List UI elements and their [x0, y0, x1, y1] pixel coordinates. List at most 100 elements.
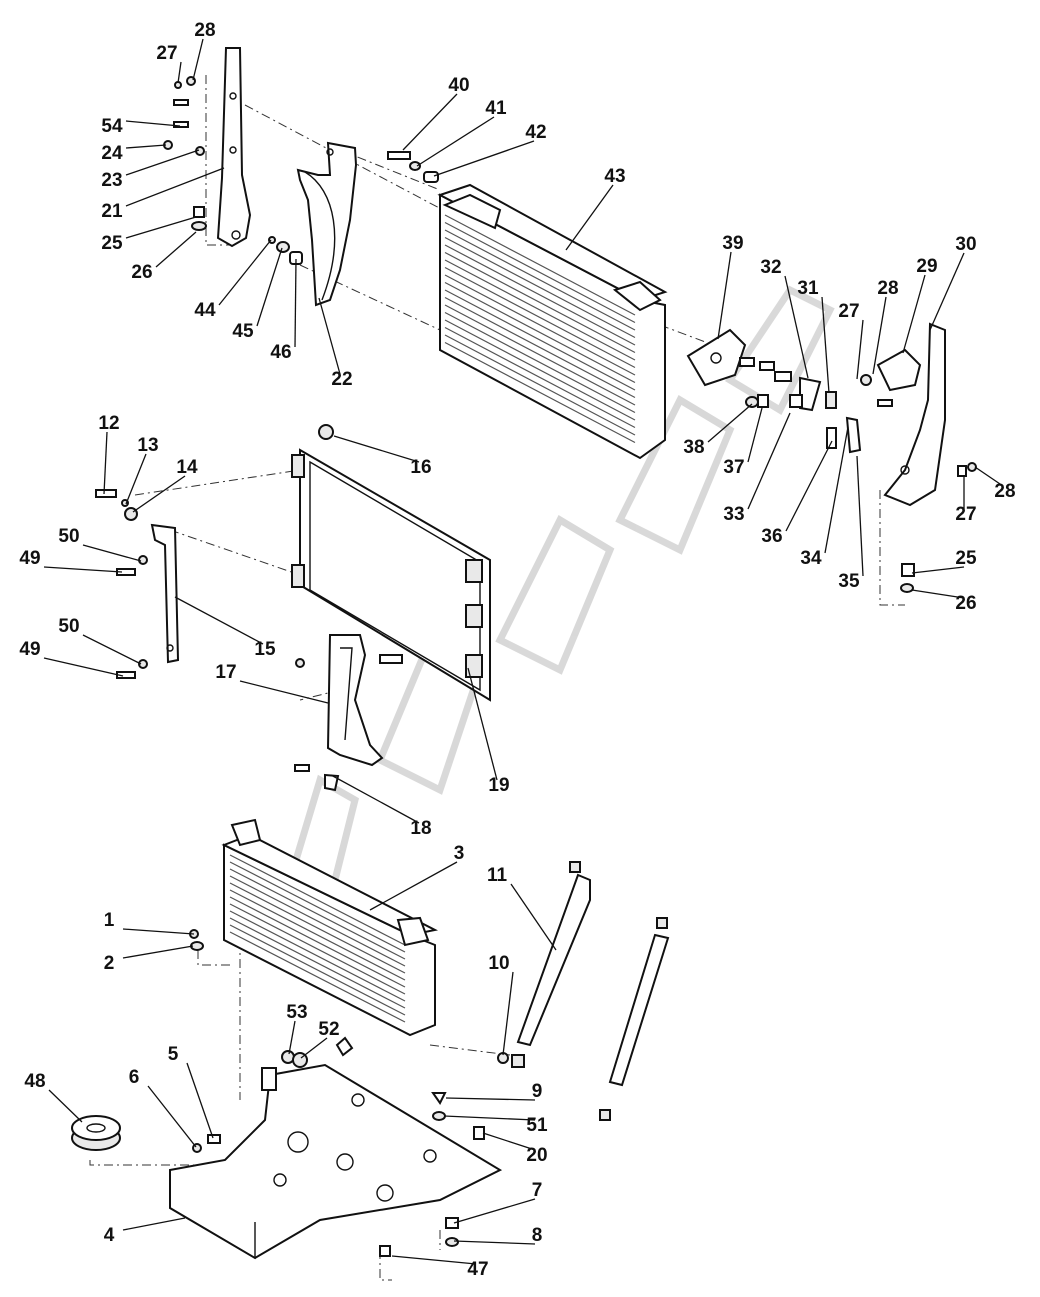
callout-leader — [929, 252, 965, 331]
radiator-fin — [444, 274, 636, 376]
part-number-label: 43 — [604, 166, 625, 187]
callout-leader — [453, 1198, 536, 1224]
part-number-label: 15 — [254, 639, 276, 660]
callout-leader — [122, 1217, 186, 1231]
part-number-label: 20 — [526, 1145, 547, 1166]
radiator-fin — [229, 896, 406, 988]
part-number-label: 25 — [101, 233, 123, 254]
part-number-label: 40 — [448, 75, 469, 96]
callout-leader — [747, 407, 763, 463]
part-number-label: 9 — [532, 1081, 543, 1102]
callout-leader — [707, 403, 753, 443]
callout-leader — [333, 435, 420, 463]
callout-leader — [318, 297, 341, 375]
grommet-48 — [71, 1115, 121, 1151]
radiator-43 — [437, 183, 668, 460]
part-number-label: 5 — [168, 1044, 179, 1065]
radiator-fin — [444, 266, 636, 369]
part-number-label: 34 — [800, 548, 822, 569]
part-number-label: 45 — [232, 321, 254, 342]
gas-strut-right — [497, 917, 670, 1121]
callout-leader — [911, 566, 965, 574]
part-number-label: 28 — [877, 278, 898, 299]
radiator-fin — [444, 214, 636, 316]
radiator-fin — [444, 259, 636, 361]
part-number-label: 46 — [270, 342, 291, 363]
part-number-label: 53 — [286, 1002, 307, 1023]
part-number-label: 42 — [525, 122, 546, 143]
part-number-label: 38 — [683, 437, 704, 458]
part-number-label: 39 — [722, 233, 743, 254]
radiator-fin — [229, 861, 406, 953]
radiator-fin — [229, 889, 406, 981]
radiator-fin — [229, 924, 406, 1016]
radiator-fin — [444, 341, 636, 444]
callout-leader — [856, 319, 864, 380]
part-number-label: 27 — [838, 301, 859, 322]
hinge-bracket-29 — [860, 348, 922, 407]
callout-leader — [902, 274, 926, 354]
part-number-label: 3 — [454, 843, 465, 864]
callout-leader — [122, 928, 195, 935]
radiator-fin — [444, 251, 636, 354]
callout-leader — [125, 149, 200, 176]
part-number-label: 1 — [104, 910, 115, 931]
callout-leader — [510, 883, 557, 951]
part-number-label: 2 — [104, 953, 115, 974]
radiator-fin — [444, 289, 636, 391]
part-number-label: 19 — [488, 775, 509, 796]
part-number-label: 26 — [955, 593, 976, 614]
oil-cooler-3 — [189, 818, 439, 1037]
part-number-label: 26 — [131, 262, 152, 283]
part-number-label: 51 — [526, 1115, 548, 1136]
part-number-label: 32 — [760, 257, 781, 278]
callout-leader — [43, 657, 124, 677]
callout-leader — [177, 61, 182, 84]
callout-leader — [155, 231, 197, 268]
callout-leader — [174, 596, 264, 645]
part-number-label: 21 — [101, 201, 123, 222]
callout-leader — [872, 296, 887, 375]
part-number-label: 16 — [410, 457, 431, 478]
callout-leader — [856, 455, 864, 577]
part-number-label: 12 — [98, 413, 119, 434]
bolts-12-14-49-50 — [95, 489, 148, 679]
part-number-label: 30 — [955, 234, 976, 255]
callout-leader — [300, 1037, 328, 1059]
callout-leader — [911, 589, 965, 599]
part-number-label: 52 — [318, 1019, 339, 1040]
radiator-fin — [229, 931, 406, 1023]
bolt-hardware-top-left — [163, 76, 207, 231]
part-number-label: 7 — [532, 1180, 543, 1201]
radiator-fin — [444, 229, 636, 331]
radiator-fin — [229, 882, 406, 974]
radiator-fin — [229, 917, 406, 1009]
callout-leader — [416, 116, 495, 167]
part-number-label: 13 — [137, 435, 158, 456]
radiator-fin — [444, 334, 636, 436]
callout-leader — [785, 440, 833, 532]
part-number-label: 14 — [176, 457, 198, 478]
part-number-label: 8 — [532, 1225, 543, 1246]
callout-leader — [717, 251, 732, 340]
callout-leader — [443, 1115, 536, 1121]
callout-leader — [565, 184, 614, 251]
base-plate-4 — [169, 1063, 503, 1260]
callout-leader — [369, 861, 458, 911]
callout-leader — [122, 945, 194, 959]
part-number-label: 29 — [916, 256, 937, 277]
callout-leader — [132, 475, 186, 513]
callout-leader — [453, 1240, 536, 1245]
callout-leader — [48, 1089, 83, 1123]
callout-leader — [125, 167, 225, 207]
callout-leader — [482, 1132, 536, 1151]
radiator-fin — [229, 868, 406, 960]
callout-leader — [445, 1097, 536, 1101]
condenser-19 — [291, 424, 491, 702]
support-bracket-30 — [883, 322, 946, 507]
part-number-label: 25 — [955, 548, 977, 569]
callout-leader — [125, 216, 197, 239]
radiator-fin — [444, 304, 636, 406]
radiator-fin — [444, 326, 636, 429]
